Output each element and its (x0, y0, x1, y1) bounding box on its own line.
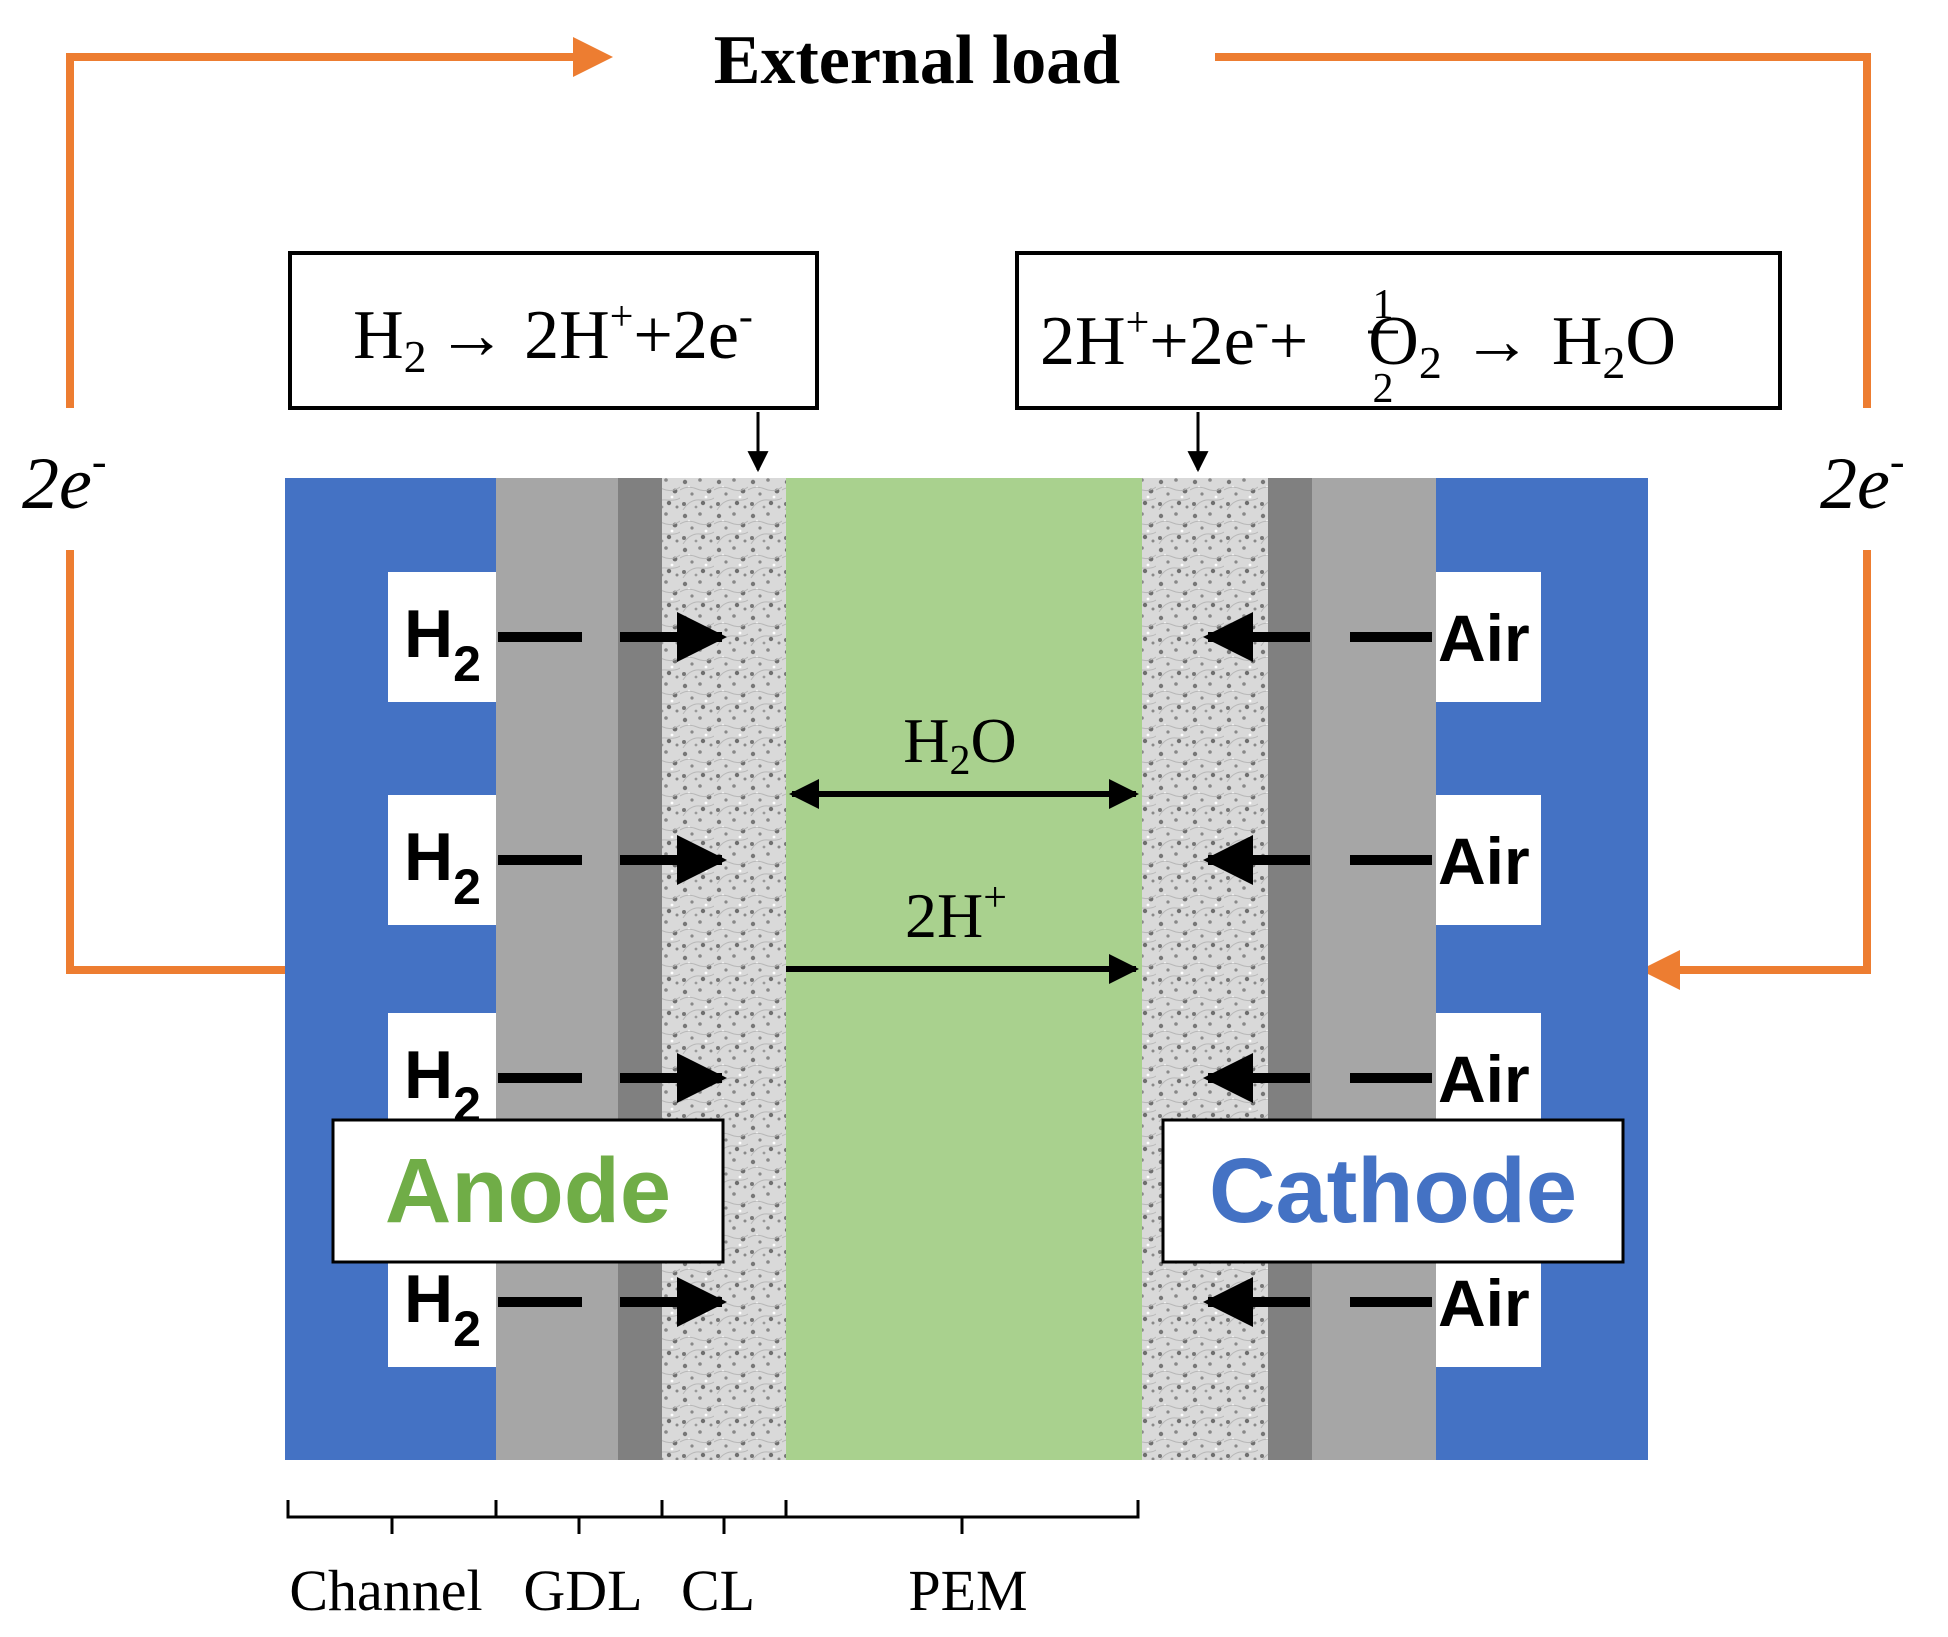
circuit-wire-left-bottom (66, 550, 285, 974)
cathode-gas-inlet-box (1436, 572, 1541, 702)
layer-label-pem: PEM (908, 1558, 1027, 1623)
layer-braces (286, 1500, 1140, 1534)
cathode-gas-label: Air (1438, 1266, 1530, 1340)
anode-gas-inlet-box (388, 795, 496, 925)
proton-transport-label: 2H+ (905, 875, 1007, 951)
brace-channel (286, 1500, 498, 1534)
cathode-gas-inlet-box (1436, 795, 1541, 925)
cathode-label: Cathode (1209, 1140, 1577, 1242)
anode-reaction-box (288, 251, 819, 410)
cathode-label-box (1161, 1118, 1625, 1264)
brace-cl (660, 1500, 788, 1534)
cathode-microporous-layer (1268, 478, 1312, 1460)
electron-label-left: 2e- (22, 437, 107, 525)
anode-microporous-layer (618, 478, 662, 1460)
anode-label: Anode (385, 1140, 671, 1242)
anode-gas-label: H2 (404, 596, 481, 692)
layer-label-gdl: GDL (523, 1558, 642, 1623)
anode-catalyst-layer (662, 478, 786, 1460)
water-transport-label: H2O (903, 705, 1016, 784)
external-load-label: External load (714, 22, 1120, 99)
anode-gdl (496, 478, 618, 1460)
cathode-gas-label: Air (1438, 824, 1530, 898)
circuit-wire-left-top (66, 37, 613, 408)
cathode-gas-label: Air (1438, 601, 1530, 675)
anode-label-box (331, 1118, 725, 1264)
cathode-gas-label: Air (1438, 1042, 1530, 1116)
cathode-fraction-denominator: 2 (1373, 366, 1394, 412)
cathode-reaction-box (1015, 251, 1782, 410)
circuit-wire-right-top (1215, 53, 1871, 408)
cathode-reaction-equation: 2H++2e-+O2→H2O (1040, 300, 1676, 388)
external-circuit (66, 37, 1871, 990)
anode-gas-label: H2 (404, 819, 481, 915)
cathode-catalyst-layer (1142, 478, 1268, 1460)
circuit-wire-right-bottom (1640, 550, 1871, 990)
electron-label-right: 2e- (1820, 437, 1905, 525)
anode-reaction-equation: H2→ 2H++2e- (353, 294, 753, 382)
layer-label-cl: CL (681, 1558, 755, 1623)
anode-gas-label: H2 (404, 1261, 481, 1357)
cathode-fraction-numerator: 1 (1373, 282, 1394, 328)
brace-gdl (494, 1500, 664, 1534)
anode-gas-inlet-box (388, 572, 496, 702)
cathode-gdl (1312, 478, 1436, 1460)
layer-label-channel: Channel (289, 1558, 482, 1623)
brace-pem (784, 1500, 1140, 1534)
